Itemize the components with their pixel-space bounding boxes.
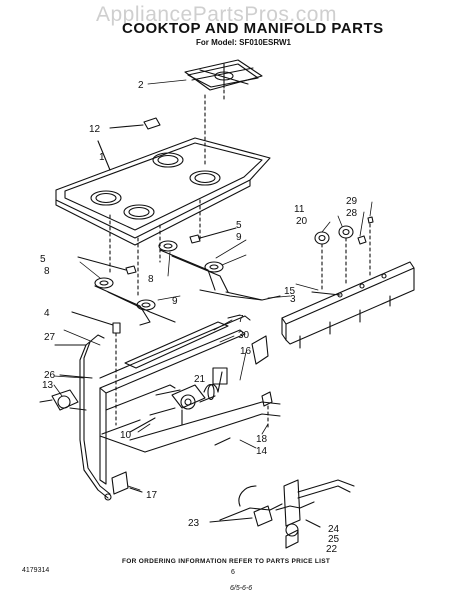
callout-8-right: 8 — [148, 274, 154, 285]
callout-labels: 1 2 3 4 5 5 7 8 8 9 9 10 11 12 13 14 15 … — [40, 80, 358, 555]
callout-30: 30 — [238, 330, 250, 341]
assembly-lines-upper — [109, 199, 201, 299]
cooktop-panel — [55, 137, 271, 246]
callout-8: 8 — [44, 266, 50, 277]
callout-23: 23 — [188, 518, 200, 529]
control-knobs — [314, 216, 374, 293]
callout-10: 10 — [120, 430, 132, 441]
ordering-note: FOR ORDERING INFORMATION REFER TO PARTS … — [122, 558, 331, 565]
orifice — [71, 311, 121, 426]
print-code: 6/5-6-6 — [230, 585, 253, 592]
callout-7: 7 — [238, 314, 244, 325]
manifold-rail — [281, 261, 415, 349]
callout-2: 2 — [138, 80, 144, 91]
callout-9-right: 9 — [236, 232, 242, 243]
callout-3: 3 — [290, 294, 296, 305]
callout-9: 9 — [172, 296, 178, 307]
cooktop-clip — [109, 117, 161, 130]
burner-tube — [129, 389, 181, 433]
callout-24: 24 — [328, 524, 340, 535]
watermark: AppliancePartsPros.com — [96, 3, 337, 26]
callout-27: 27 — [44, 332, 56, 343]
callout-1: 1 — [99, 152, 105, 163]
diagram-title: COOKTOP AND MANIFOLD PARTS — [122, 20, 384, 37]
callout-13: 13 — [42, 380, 54, 391]
callout-21: 21 — [194, 374, 206, 385]
coil-spring — [203, 367, 228, 401]
callout-20: 20 — [296, 216, 308, 227]
burner-heads — [94, 240, 229, 326]
burner-clips — [77, 227, 237, 275]
heat-shield — [251, 335, 269, 365]
callout-leaders — [53, 79, 373, 491]
gas-valve — [39, 389, 87, 411]
callout-29: 29 — [346, 196, 358, 207]
callout-25: 25 — [328, 534, 340, 545]
page-number: 6 — [231, 569, 235, 576]
manifold-frame — [99, 329, 281, 485]
callout-4: 4 — [44, 308, 50, 319]
callout-26: 26 — [44, 370, 56, 381]
callout-16: 16 — [240, 346, 252, 357]
igniter-wires — [199, 289, 281, 301]
oven-valve-assembly — [209, 479, 355, 549]
callout-28: 28 — [346, 208, 358, 219]
document-number: 4179314 — [22, 567, 50, 574]
burner-base-pan — [99, 314, 251, 379]
callout-11: 11 — [294, 204, 305, 215]
callout-12: 12 — [89, 124, 101, 135]
callout-15: 15 — [284, 286, 296, 297]
mounting-bracket — [111, 471, 143, 495]
callout-5: 5 — [40, 254, 46, 265]
callout-14: 14 — [256, 446, 268, 457]
callout-18: 18 — [256, 434, 268, 445]
valve-assembly — [171, 384, 216, 426]
callout-5-right: 5 — [236, 220, 242, 231]
gas-supply-tube — [54, 334, 112, 501]
model-subtitle: For Model: SF010ESRW1 — [196, 38, 291, 47]
burner-grate — [184, 59, 263, 166]
callout-22: 22 — [326, 544, 338, 555]
callout-17: 17 — [146, 490, 158, 501]
